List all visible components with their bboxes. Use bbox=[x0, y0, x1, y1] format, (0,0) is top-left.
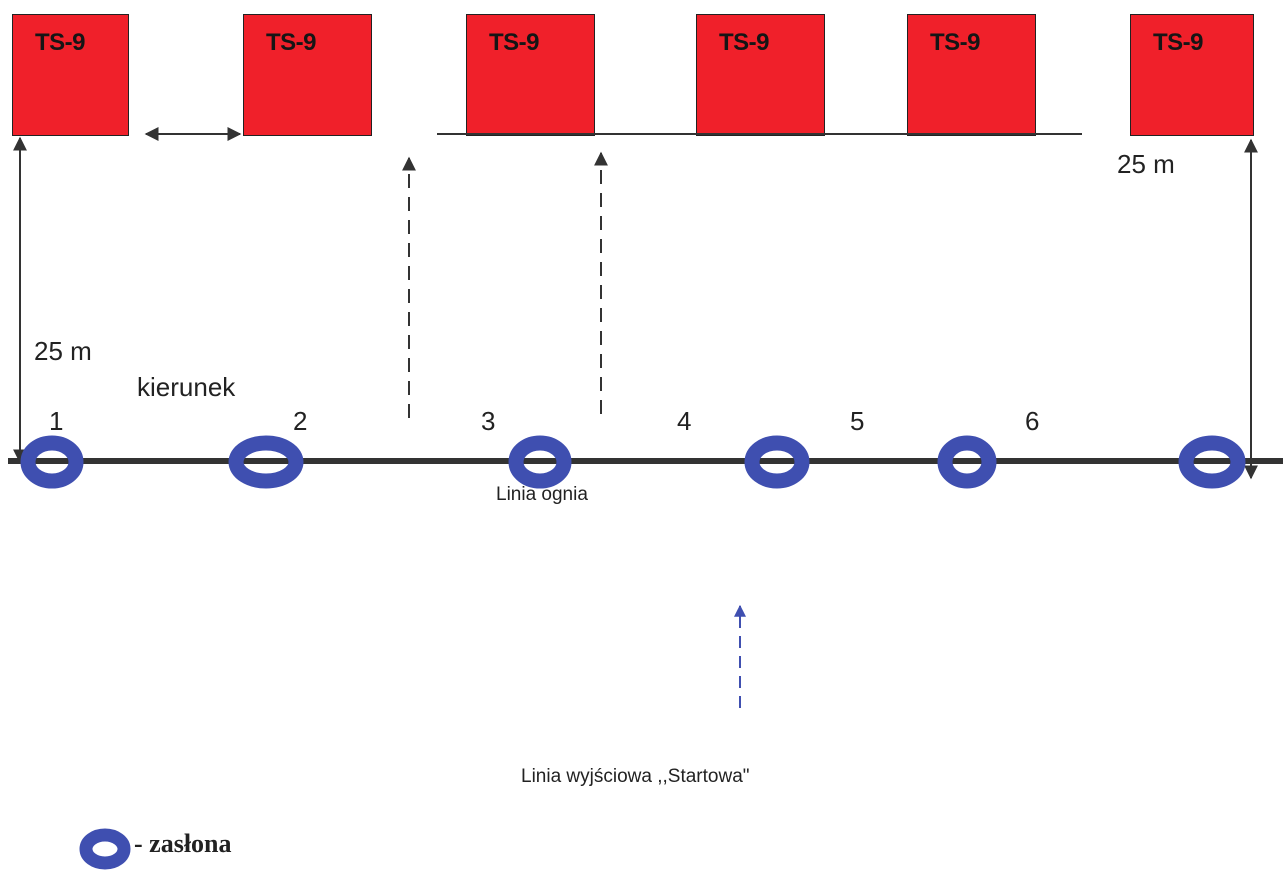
cover-marker bbox=[937, 435, 997, 489]
target-3: TS-9 bbox=[466, 14, 595, 136]
target-5: TS-9 bbox=[907, 14, 1036, 136]
cover-marker bbox=[228, 435, 304, 489]
direction-label: kierunek bbox=[137, 372, 236, 402]
lane-number-5: 5 bbox=[850, 406, 865, 436]
distance-label-left: 25 m bbox=[34, 336, 92, 366]
distance-label-right: 25 m bbox=[1117, 149, 1175, 179]
start-line-label: Linia wyjściowa ,,Startowa" bbox=[521, 766, 750, 787]
cover-marker bbox=[1178, 435, 1246, 489]
lane-number-4: 4 bbox=[677, 406, 692, 436]
target-1: TS-9 bbox=[12, 14, 129, 136]
fire-line-label: Linia ognia bbox=[496, 484, 588, 505]
lane-number-2: 2 bbox=[293, 406, 308, 436]
target-label: TS-9 bbox=[930, 29, 981, 56]
target-label: TS-9 bbox=[1153, 29, 1204, 56]
target-2: TS-9 bbox=[243, 14, 372, 136]
lane-number-3: 3 bbox=[481, 406, 496, 436]
target-label: TS-9 bbox=[266, 29, 317, 56]
lane-number-6: 6 bbox=[1025, 406, 1040, 436]
target-6: TS-9 bbox=[1130, 14, 1254, 136]
cover-marker bbox=[744, 435, 810, 489]
lane-number-1: 1 bbox=[49, 406, 64, 436]
legend-cover-icon bbox=[79, 828, 131, 870]
target-label: TS-9 bbox=[35, 29, 86, 56]
cover-marker bbox=[20, 435, 84, 489]
cover-marker bbox=[508, 435, 572, 489]
legend-label: - zasłona bbox=[134, 829, 232, 858]
target-label: TS-9 bbox=[719, 29, 770, 56]
target-4: TS-9 bbox=[696, 14, 825, 136]
target-label: TS-9 bbox=[489, 29, 540, 56]
